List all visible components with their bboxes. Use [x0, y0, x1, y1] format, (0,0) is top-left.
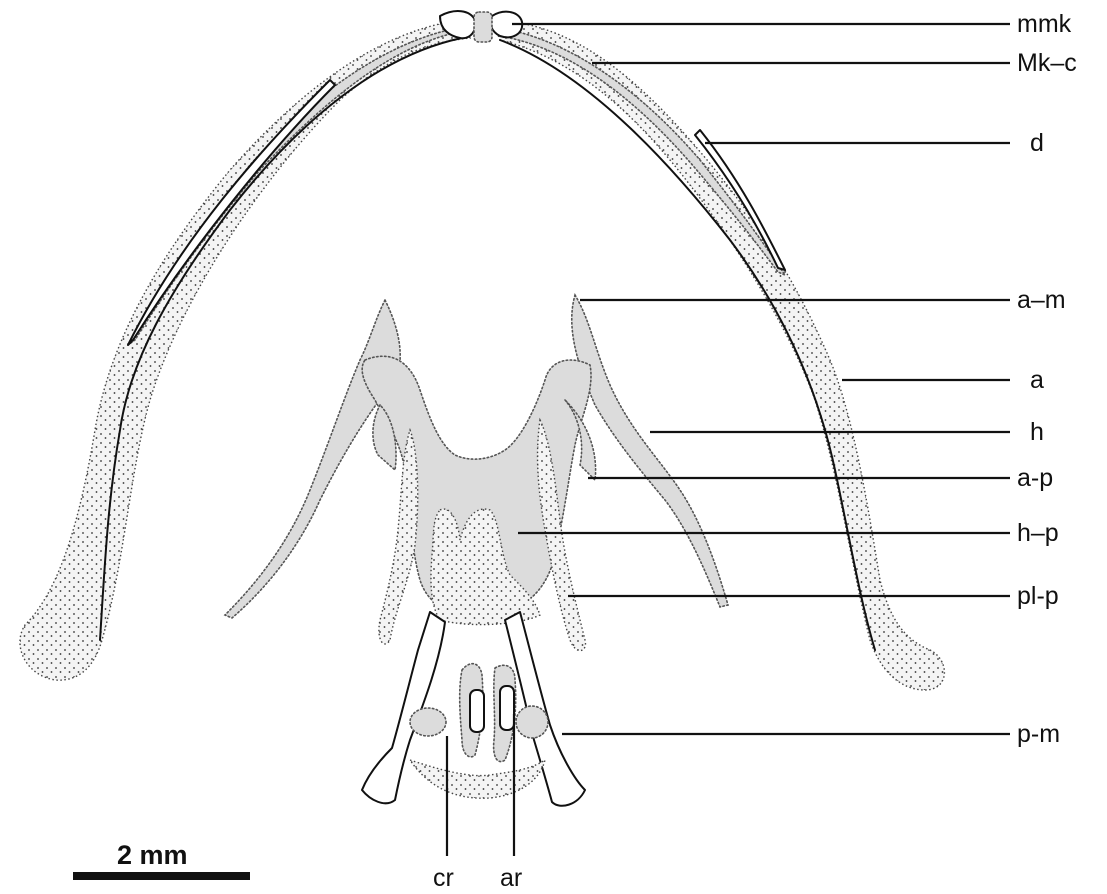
scale-bar: 2 mm: [73, 840, 250, 880]
scale-bar-line: [73, 872, 250, 880]
cricoid-ring-right: [516, 706, 548, 738]
label-ar: ar: [500, 864, 522, 892]
hyobranchial-apparatus: [225, 295, 728, 806]
hyale-right: [572, 295, 728, 607]
label-h-p: h–p: [1017, 519, 1059, 547]
cricoid-ring: [410, 708, 446, 736]
hyale-left: [225, 300, 400, 618]
label-a: a: [1030, 366, 1044, 394]
label-mk-c: Mk–c: [1017, 49, 1077, 77]
symphysis-cartilage: [474, 12, 492, 42]
scale-bar-label: 2 mm: [117, 840, 188, 870]
arytenoid-bone-right: [500, 686, 514, 730]
arytenoid-bone-left: [470, 690, 484, 732]
label-a-p: a-p: [1017, 464, 1053, 492]
label-d: d: [1030, 129, 1044, 157]
label-mmk: mmk: [1017, 10, 1072, 38]
label-pl-p: pl-p: [1017, 582, 1059, 610]
lateral-stipple-left: [379, 430, 418, 644]
laryngeal-base: [410, 760, 545, 798]
label-cr: cr: [433, 864, 454, 892]
label-p-m: p-m: [1017, 720, 1060, 748]
label-h: h: [1030, 418, 1044, 446]
label-a-m: a–m: [1017, 286, 1066, 314]
